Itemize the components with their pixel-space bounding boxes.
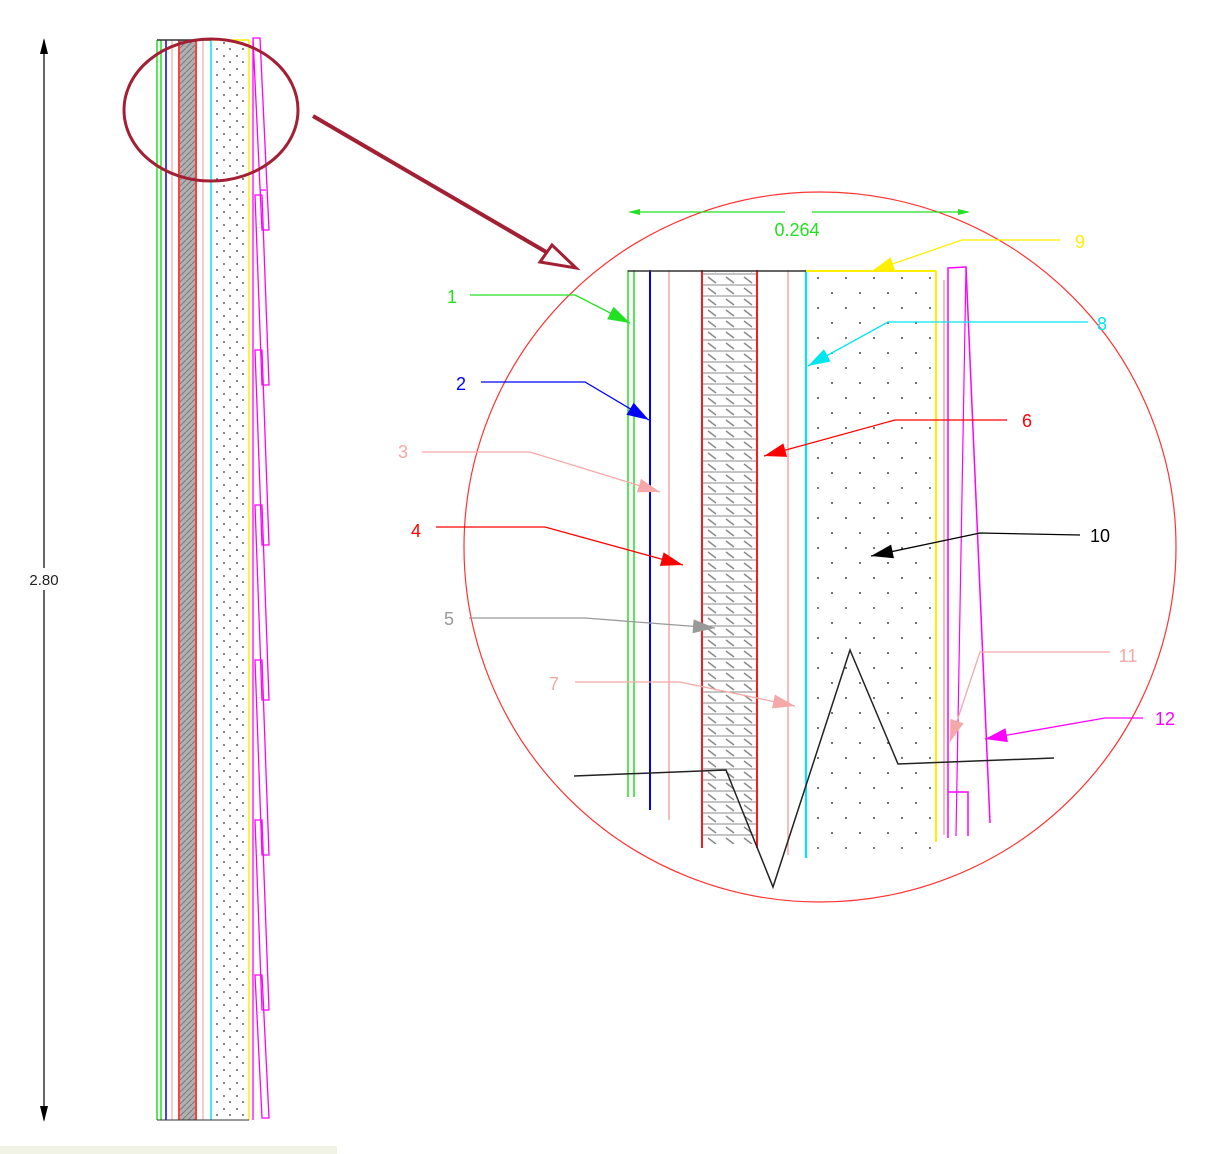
callout-leader <box>871 239 1060 272</box>
callout-arrowhead <box>871 544 894 559</box>
callout-leader <box>984 717 1143 740</box>
overall-height-dimension: 2.80 <box>28 38 62 1122</box>
callout-leader <box>470 294 631 324</box>
callout-number: 6 <box>1022 411 1032 431</box>
callout-leader <box>422 451 661 493</box>
callout-leader <box>575 681 796 707</box>
callout-number: 10 <box>1090 526 1110 546</box>
callout-9: 9 <box>871 232 1085 272</box>
callout-arrowhead <box>808 349 831 366</box>
detail-layers <box>627 266 991 862</box>
callout-arrowhead <box>872 257 896 271</box>
callout-number: 1 <box>447 287 457 307</box>
callout-number: 3 <box>398 442 408 462</box>
callout-number: 12 <box>1155 709 1175 729</box>
callout-12: 12 <box>984 709 1175 743</box>
callout-arrowhead <box>659 552 683 566</box>
callout-leader <box>481 381 650 421</box>
callout-3: 3 <box>398 442 661 493</box>
callout-number: 9 <box>1075 232 1085 252</box>
callout-arrowhead <box>692 619 715 634</box>
callout-number: 7 <box>549 674 559 694</box>
callout-number: 4 <box>411 521 421 541</box>
callout-leader <box>949 651 1110 743</box>
callout-arrowhead <box>985 728 1008 743</box>
callout-arrowhead <box>950 718 964 742</box>
magnifier-circle <box>122 37 300 183</box>
callout-8: 8 <box>807 314 1107 367</box>
callout-10: 10 <box>870 526 1110 559</box>
callout-number: 8 <box>1097 314 1107 334</box>
callout-2: 2 <box>456 374 650 421</box>
callout-7: 7 <box>549 674 796 709</box>
callout-1: 1 <box>447 287 631 324</box>
callout-arrowhead <box>772 694 795 709</box>
callout-leader <box>763 419 1007 457</box>
callout-leader <box>469 617 716 629</box>
detail-circle <box>463 191 1177 903</box>
wall-section-full <box>156 37 270 1121</box>
detail-width-label: 0.264 <box>774 220 819 240</box>
callout-leader <box>436 526 684 566</box>
break-line <box>573 647 1055 890</box>
callout-11: 11 <box>949 646 1138 743</box>
footer-bar <box>0 1146 337 1154</box>
callout-arrowhead <box>764 443 788 457</box>
callout-5: 5 <box>444 609 716 634</box>
callout-arrowhead <box>636 478 660 493</box>
callout-arrowhead <box>626 402 649 420</box>
callout-number: 5 <box>444 609 454 629</box>
callout-leader <box>870 532 1081 557</box>
callout-leader <box>807 321 1088 367</box>
callout-6: 6 <box>763 411 1032 457</box>
callout-number: 2 <box>456 374 466 394</box>
callout-number: 11 <box>1119 646 1138 666</box>
overall-height-label: 2.80 <box>29 572 58 589</box>
magnifier-pointer-arrow <box>311 114 581 271</box>
callout-arrowhead <box>607 306 630 323</box>
detail-width-dimension: 0.264 <box>628 209 970 240</box>
callout-4: 4 <box>411 521 684 566</box>
